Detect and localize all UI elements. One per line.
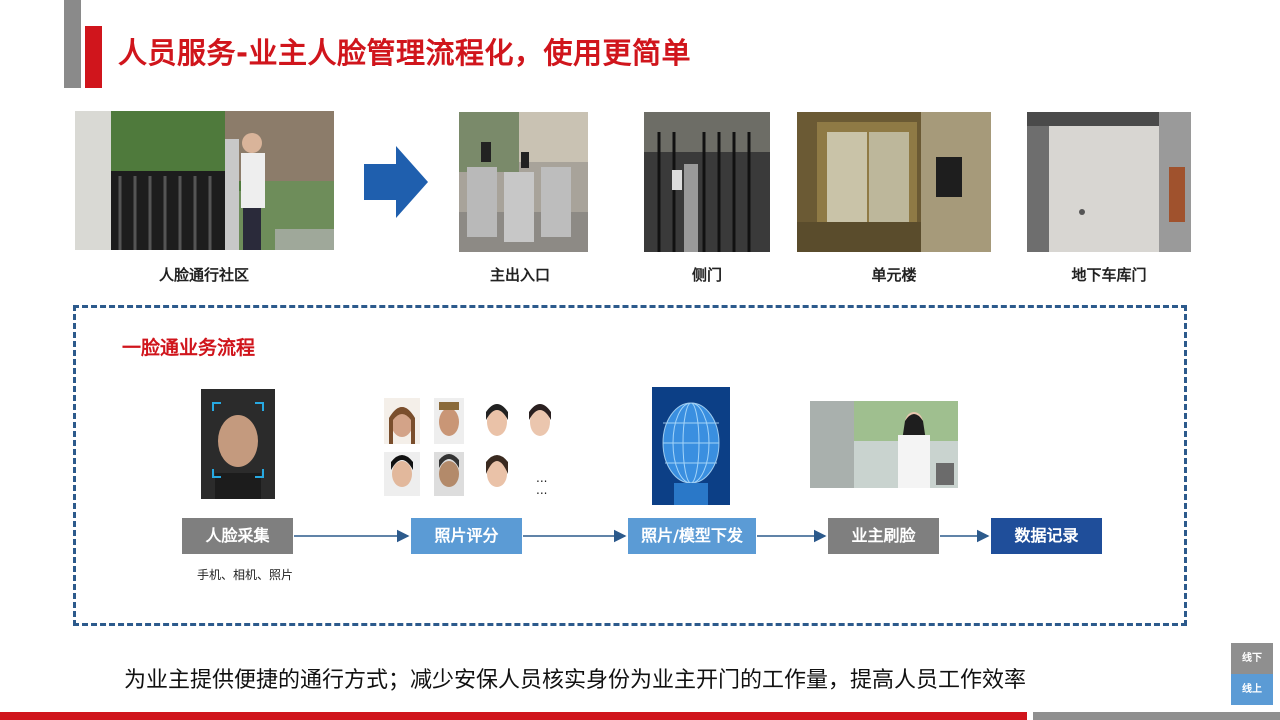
photo-unit-building — [797, 112, 991, 252]
photo-garage-door — [1027, 112, 1191, 252]
toggle-offline[interactable]: 线下 — [1231, 643, 1273, 674]
photo-main-gate — [459, 112, 588, 252]
capture-sources-note: 手机、相机、照片 — [196, 568, 294, 582]
footer-bar-gray — [1033, 712, 1280, 720]
more-ellipsis: ... — [536, 471, 548, 485]
step-photo-scoring: 照片评分 — [411, 518, 522, 554]
offline-online-toggle[interactable]: 线下 线上 — [1231, 643, 1273, 705]
benefit-statement: 为业主提供便捷的通行方式；减少安保人员核实身份为业主开门的工作量，提高人员工作效… — [124, 668, 1027, 693]
photo-label: 单元楼 — [871, 266, 917, 284]
step-face-capture: 人脸采集 — [182, 518, 293, 554]
step-owner-face-scan: 业主刷脸 — [828, 518, 939, 554]
3d-face-model — [652, 387, 730, 505]
title-accent-gray — [64, 0, 81, 88]
owner-scan-photo — [810, 401, 958, 488]
photo-label: 侧门 — [691, 266, 723, 284]
face-capture-photo — [201, 389, 275, 499]
step-model-distribution: 照片/模型下发 — [628, 518, 756, 554]
arrow-right-icon — [364, 146, 428, 218]
title-accent-red — [85, 26, 102, 88]
flow-title: 一脸通业务流程 — [122, 337, 256, 359]
page-title: 人员服务-业主人脸管理流程化，使用更简单 — [118, 36, 692, 70]
footer-bar-red — [0, 712, 1027, 720]
photo-label: 主出入口 — [489, 266, 551, 284]
photo-label: 人脸通行社区 — [158, 266, 250, 284]
flow-container — [73, 305, 1187, 626]
face-grid — [384, 398, 564, 502]
step-data-record: 数据记录 — [991, 518, 1102, 554]
toggle-online[interactable]: 线上 — [1231, 674, 1273, 705]
more-ellipsis: ... — [536, 483, 548, 497]
photo-label: 地下车库门 — [1071, 266, 1147, 284]
photo-side-gate — [644, 112, 770, 252]
photo-community — [75, 111, 334, 250]
